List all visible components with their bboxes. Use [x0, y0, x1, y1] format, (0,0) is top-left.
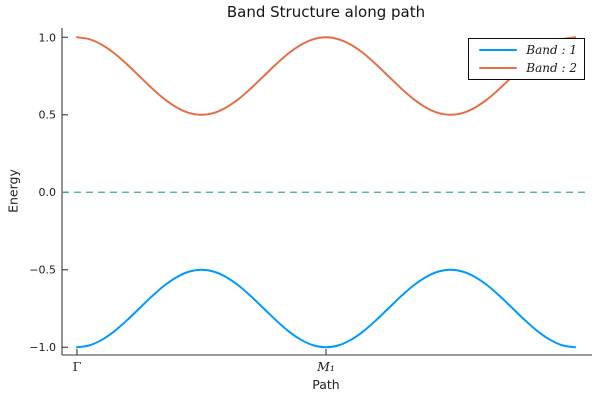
- y-tick-label: 0.5: [39, 109, 57, 122]
- legend-box: Band : 1 Band : 2: [468, 38, 585, 80]
- band1-curve: [75, 268, 577, 349]
- x-tick-label: M₁: [316, 359, 335, 374]
- y-tick-label: −1.0: [29, 341, 56, 354]
- chart-title: Band Structure along path: [226, 3, 426, 21]
- y-axis-label: Energy: [5, 169, 21, 213]
- legend-swatch-band1: [479, 48, 517, 52]
- legend-item-band2: Band : 2: [469, 61, 584, 76]
- y-tick-label: −0.5: [29, 264, 56, 277]
- y-tick-label: 0.0: [39, 186, 57, 199]
- x-tick-label: Γ: [73, 359, 82, 374]
- legend-label-band1: Band : 1: [526, 43, 577, 57]
- band2-curve: [75, 36, 577, 116]
- legend-item-band1: Band : 1: [469, 43, 584, 58]
- y-tick-label: 1.0: [39, 31, 57, 44]
- legend-swatch-band2: [479, 66, 517, 70]
- legend-label-band2: Band : 2: [526, 61, 577, 75]
- x-axis-label: Path: [312, 377, 340, 392]
